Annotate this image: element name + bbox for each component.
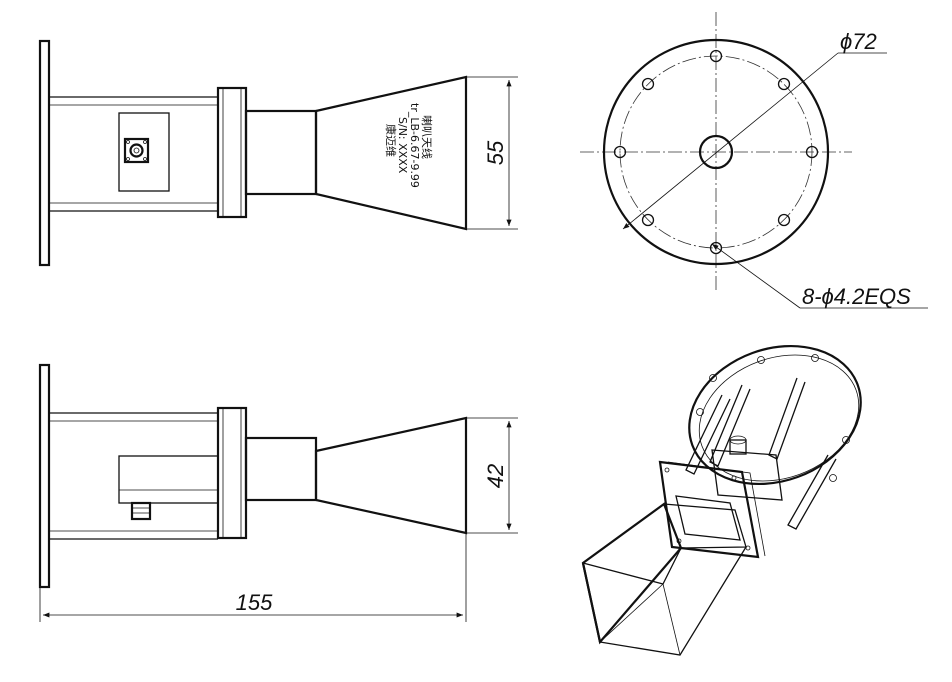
iso-horn [581,502,683,645]
iso-flange-disc [688,344,862,486]
waveguide-body-top [244,109,318,196]
bolt-hole [805,145,819,159]
iso-waveguide-flange [658,460,760,559]
bolt-hole [777,77,791,91]
waveguide-flange-side [216,406,248,540]
horn-side [314,416,468,535]
waveguide-flange-top [216,86,248,219]
connector-block-top [118,112,170,192]
horn-label-name: 喇叭天线 [420,115,434,159]
dim-text-holes: 8-ϕ4.2EQS [802,284,911,309]
dim-text-155: 155 [236,590,273,615]
bolt-hole [641,77,655,91]
top-view: 喇叭天线 tr_LB-6.67-9.99 S/N: XXXX 康迈维 55 [38,39,518,267]
dim-text-42: 42 [483,464,508,488]
flange-front-view: ϕ72 8-ϕ4.2EQS [580,12,928,309]
hole-leader [711,243,801,309]
waveguide-body-side [244,436,318,502]
side-view: 42 155 [38,363,518,622]
bolt-hole [777,213,791,227]
horn-label-serial: S/N: XXXX [396,117,409,174]
dim-line-72 [622,52,839,230]
connector-block-side [118,455,219,504]
connector-flange-icon [123,137,150,164]
center-hole [698,134,734,170]
bolt-hole [709,49,723,63]
isometric-view [581,344,862,656]
dim-text-diameter: ϕ72 [840,29,877,54]
dim-text-55: 55 [483,140,508,165]
connector-stub-side [130,501,152,521]
flange-plate-top [38,39,51,267]
bolt-hole [613,145,627,159]
bolt-hole [709,241,723,255]
bolt-hole [641,213,655,227]
flange-outer-circle [602,38,830,266]
horn-label-model: tr_LB-6.67-9.99 [408,103,421,188]
horn-label-brand: 康迈维 [384,124,398,157]
flange-plate-side [38,363,51,589]
